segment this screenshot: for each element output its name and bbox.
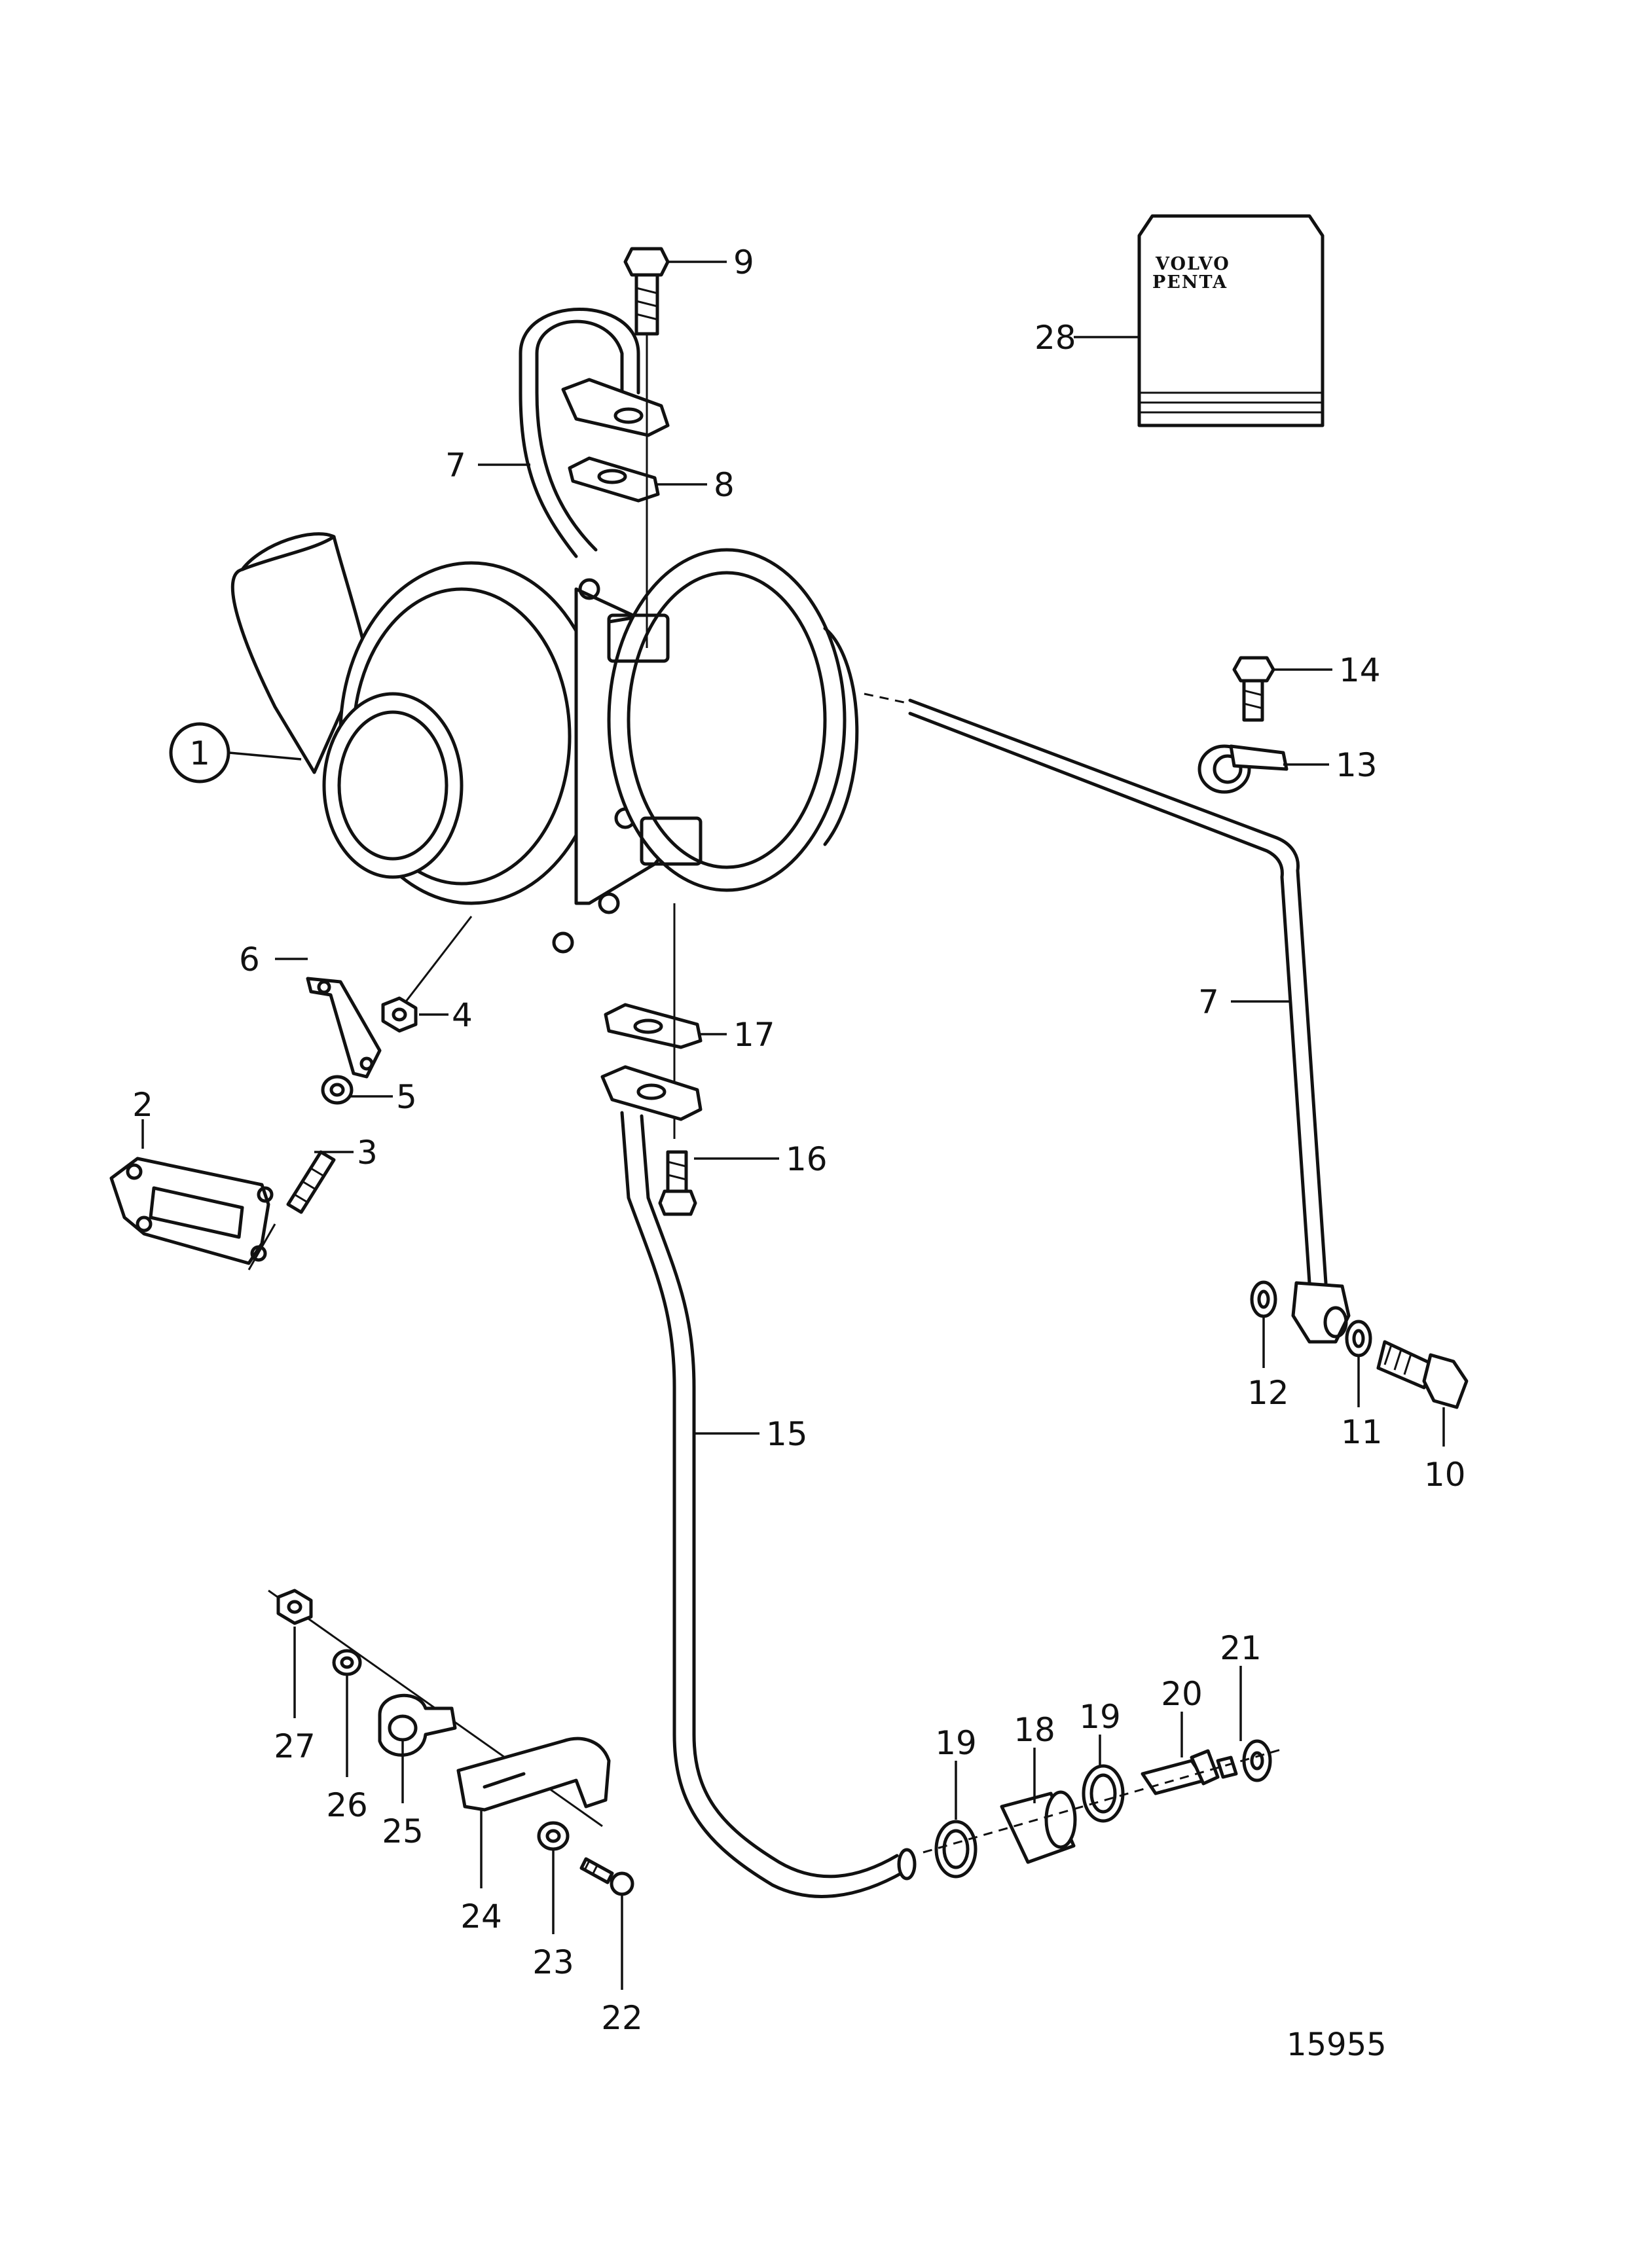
hose-clamp-19-lower	[934, 1820, 978, 1879]
callout-7-upper: 7	[445, 446, 466, 484]
manual-brand-line2: PENTA	[1152, 272, 1228, 293]
manual-brand-line1: VOLVO	[1155, 254, 1230, 274]
washer-12	[1250, 1280, 1277, 1318]
callout-7-right: 7	[1198, 983, 1219, 1021]
callout-9: 9	[733, 243, 754, 281]
callout-21: 21	[1220, 1629, 1262, 1667]
callout-3: 3	[357, 1134, 378, 1172]
hose-18	[1000, 1790, 1077, 1864]
hose-clamp-19-upper	[1082, 1764, 1125, 1823]
nut-27	[276, 1589, 313, 1625]
clamp-25	[378, 1693, 457, 1757]
nut-5	[321, 1075, 354, 1105]
callout-13: 13	[1336, 746, 1378, 784]
callout-1: 1	[189, 734, 210, 772]
bracket-24	[456, 1737, 611, 1812]
gasket-2	[109, 1157, 274, 1265]
screw-22	[579, 1857, 634, 1896]
adapter-20	[1141, 1749, 1238, 1795]
callout-19-upper: 19	[1079, 1698, 1121, 1736]
callout-23: 23	[532, 1943, 574, 1981]
callout-18: 18	[1014, 1711, 1055, 1749]
callout-17: 17	[733, 1016, 775, 1054]
stud-3	[247, 1150, 336, 1270]
oil-return-pipe-15	[600, 1065, 917, 1898]
callout-28: 28	[1034, 319, 1076, 357]
callout-1-circle	[169, 722, 230, 783]
callout-5: 5	[396, 1078, 417, 1116]
callout-12: 12	[1247, 1374, 1289, 1412]
callout-20: 20	[1161, 1675, 1203, 1713]
oil-pipe-right	[864, 693, 1351, 1344]
gasket-8	[568, 456, 660, 503]
callout-22: 22	[601, 1999, 643, 2037]
callout-2: 2	[132, 1086, 153, 1124]
washer-26	[332, 1649, 362, 1676]
callout-27: 27	[274, 1727, 316, 1765]
callout-25: 25	[382, 1812, 424, 1850]
lock-plate-6	[306, 977, 382, 1079]
callout-14: 14	[1339, 651, 1381, 689]
washer-21	[1242, 1739, 1272, 1782]
bolt-9	[623, 247, 670, 648]
callout-6: 6	[239, 941, 260, 979]
callout-26: 26	[326, 1786, 368, 1824]
gasket-17	[604, 1003, 703, 1049]
clamp-13	[1197, 744, 1289, 794]
volvo-penta-manual: VOLVO PENTA	[1137, 214, 1325, 427]
washer-23	[537, 1821, 570, 1851]
bolt-14	[1232, 656, 1275, 722]
callout-8: 8	[714, 466, 735, 504]
nut-4	[381, 996, 418, 1033]
turbocharger	[230, 532, 859, 954]
figure-number: 15955	[1287, 2026, 1387, 2063]
callout-4: 4	[452, 996, 473, 1034]
washer-11	[1345, 1320, 1372, 1358]
bolt-16	[658, 1150, 697, 1216]
leader-lines	[141, 261, 1445, 1990]
callout-19-lower: 19	[935, 1724, 977, 1762]
callout-24: 24	[460, 1898, 502, 1935]
callout-16: 16	[786, 1140, 828, 1178]
callout-15: 15	[766, 1415, 808, 1453]
callout-11: 11	[1341, 1413, 1383, 1451]
oil-pipe-upper	[519, 308, 670, 558]
banjo-bolt-10	[1376, 1340, 1469, 1409]
callout-10: 10	[1424, 1456, 1466, 1494]
